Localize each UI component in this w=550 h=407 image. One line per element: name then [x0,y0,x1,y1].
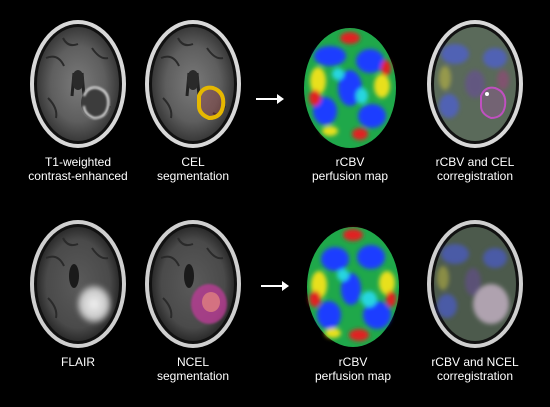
cel-label-line2: segmentation [156,169,230,183]
rcbv-top-label: rCBV perfusion map [290,155,410,183]
rcbv-perfusion-map-image [307,227,399,347]
t1-weighted-scan-image [30,20,126,148]
rcbv-perfusion-map-image [304,28,396,148]
flair-scan-image [30,220,126,348]
t1-label-line2: contrast-enhanced [28,169,128,183]
cel-segmentation-scan-image [145,20,241,148]
cel-label: CEL segmentation [133,155,253,183]
rcbv-bottom-label: rCBV perfusion map [293,355,413,383]
t1-label-line1: T1-weighted [44,155,112,169]
right-arrow-icon [261,281,289,291]
rcbv-cel-corregistration-image [427,20,523,148]
corr-bottom-label: rCBV and NCEL corregistration [415,355,535,383]
corr-top-label-line2: corregistration [436,169,514,183]
flair-label: FLAIR [18,355,138,369]
rcbv-bottom-label-line1: rCBV [338,355,368,369]
corr-top-label: rCBV and CEL corregistration [415,155,535,183]
rcbv-top-label-line2: perfusion map [311,169,389,183]
corr-top-label-line1: rCBV and CEL [435,155,515,169]
ncel-label-line1: NCEL [176,355,209,369]
cel-label-line1: CEL [181,155,205,169]
right-arrow-icon [256,94,284,104]
ncel-label: NCEL segmentation [133,355,253,383]
rcbv-bottom-label-line2: perfusion map [314,369,392,383]
ncel-label-line2: segmentation [156,369,230,383]
rcbv-ncel-corregistration-image [427,220,523,348]
corr-bottom-label-line2: corregistration [436,369,514,383]
t1-label: T1-weighted contrast-enhanced [18,155,138,183]
ncel-segmentation-scan-image [145,220,241,348]
flair-label-line1: FLAIR [60,355,95,369]
rcbv-top-label-line1: rCBV [335,155,365,169]
corr-bottom-label-line1: rCBV and NCEL [431,355,519,369]
